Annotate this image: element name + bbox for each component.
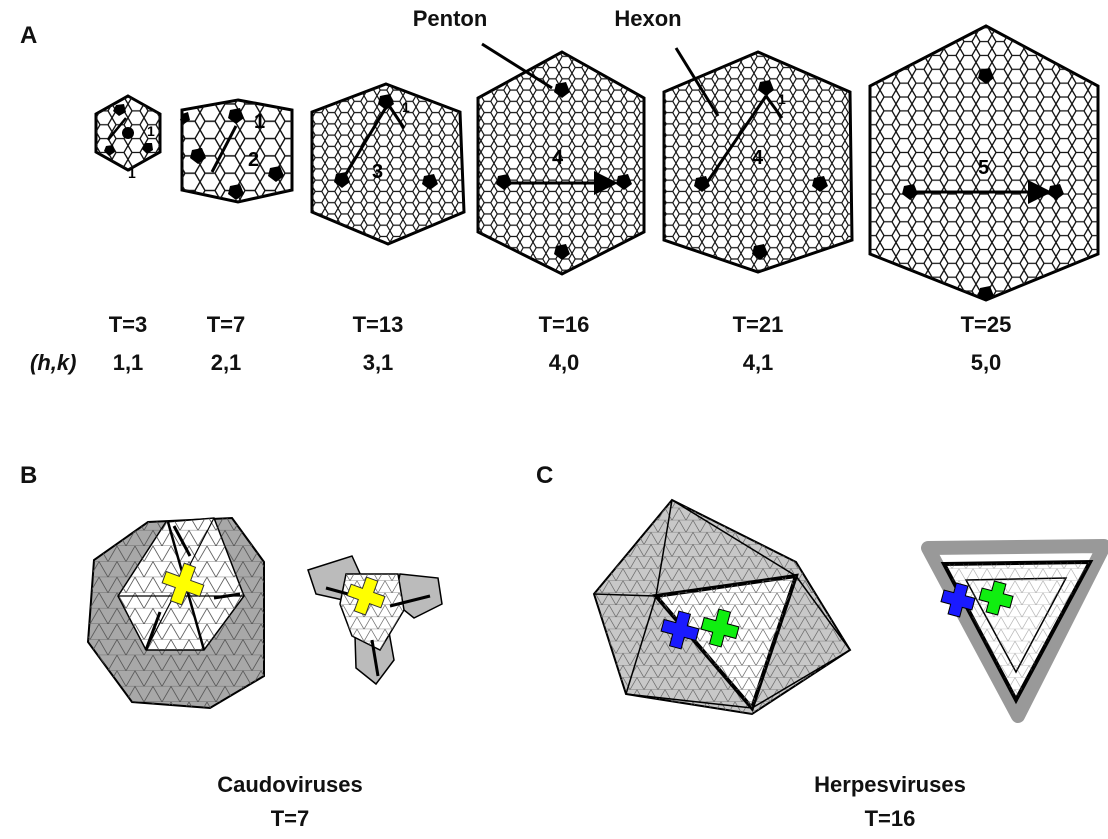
t7-vector-label-2: 1 [254, 111, 265, 133]
hk-t3: 1,1 [113, 350, 144, 376]
herpesvirus-triangle [928, 546, 1104, 716]
caudovirus-caption-t: T=7 [271, 806, 310, 832]
t3-vector-label-2: 1 [128, 165, 136, 181]
caudovirus-trimer [308, 556, 442, 684]
capsid-t13: 3 1 [312, 84, 464, 244]
hk-t16: 4,0 [549, 350, 580, 376]
capsid-t7: 2 1 [180, 100, 292, 202]
hk-t13: 3,1 [363, 350, 394, 376]
t-label-t21: T=21 [733, 312, 784, 338]
herpesvirus-caption-name: Herpesviruses [814, 772, 966, 798]
t21-vector-label-1: 4 [752, 147, 764, 169]
t-label-t25: T=25 [961, 312, 1012, 338]
t-label-t16: T=16 [539, 312, 590, 338]
hk-t21: 4,1 [743, 350, 774, 376]
t25-vector-label: 5 [978, 157, 989, 179]
hk-row-label: (h,k) [30, 350, 76, 376]
t-label-t3: T=3 [109, 312, 148, 338]
capsid-t21: 4 1 [664, 52, 852, 272]
capsid-t3: 1 1 [96, 96, 160, 181]
t13-vector-label-2: 1 [402, 99, 410, 115]
t7-vector-label-1: 2 [248, 149, 259, 171]
t21-vector-label-2: 1 [778, 91, 786, 107]
t13-vector-label-1: 3 [372, 161, 383, 183]
capsid-t25: 5 [870, 26, 1098, 300]
herpesvirus-caption-t: T=16 [865, 806, 916, 832]
hk-t7: 2,1 [211, 350, 242, 376]
hk-t25: 5,0 [971, 350, 1002, 376]
capsid-t16: 4 [478, 52, 644, 274]
herpesvirus-capsid [594, 500, 850, 714]
caudovirus-capsid [88, 518, 264, 708]
t-label-t7: T=7 [207, 312, 246, 338]
t3-vector-label-1: 1 [147, 123, 155, 139]
t16-vector-label: 4 [552, 147, 564, 169]
t-label-t13: T=13 [353, 312, 404, 338]
caudovirus-caption-name: Caudoviruses [217, 772, 363, 798]
